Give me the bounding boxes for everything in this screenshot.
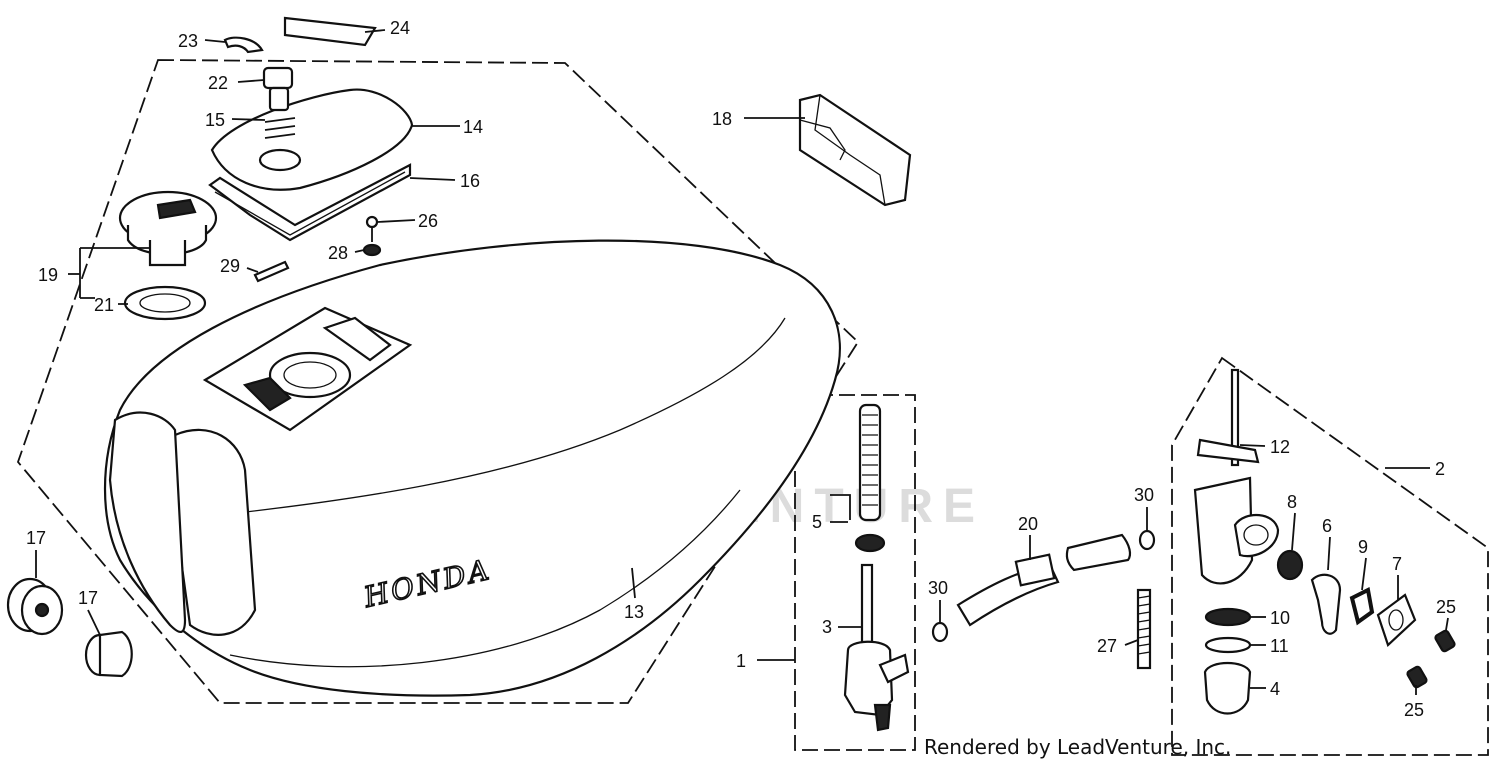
callout-labels: 23 24 22 15 14 16 26 28 29 19 21 18 17 1… (26, 18, 1456, 720)
bowl-4 (1203, 661, 1252, 715)
washer-28 (362, 243, 382, 257)
callout-22: 22 (208, 73, 228, 93)
tank-lower-edge (229, 489, 741, 668)
cap-19 (118, 190, 218, 267)
callout-29: 29 (220, 256, 240, 276)
callout-5: 5 (812, 512, 822, 532)
gasket-9 (1349, 587, 1375, 626)
screw-26 (365, 215, 379, 242)
strainer-5 (854, 403, 886, 553)
gasket-8 (1276, 549, 1304, 581)
gasket-21 (123, 285, 207, 321)
tank-crease (219, 317, 786, 516)
callout-7: 7 (1392, 554, 1402, 574)
cushion-17a (6, 577, 64, 636)
bolt-27 (1136, 588, 1152, 670)
callout-17a: 17 (26, 528, 46, 548)
clip-30b (1138, 529, 1156, 551)
callout-13: 13 (624, 602, 644, 622)
callout-21: 21 (94, 295, 114, 315)
callout-4: 4 (1270, 679, 1280, 699)
callout-15: 15 (205, 110, 225, 130)
tank-cap-latch (242, 376, 292, 412)
screw-25a (1434, 629, 1456, 653)
spring-15 (264, 117, 296, 139)
tank-tunnel (108, 411, 187, 633)
callout-25b: 25 (1404, 700, 1424, 720)
clip-30a (931, 621, 949, 643)
callout-6: 6 (1322, 516, 1332, 536)
footer-credit: Rendered by LeadVenture, Inc. (924, 735, 1232, 759)
callout-27: 27 (1097, 636, 1117, 656)
seal-16 (208, 163, 412, 242)
valve-assembly-outline (1171, 356, 1489, 756)
hose-20 (956, 533, 1132, 627)
callout-1: 1 (736, 651, 746, 671)
petcock-3 (843, 563, 910, 732)
screw-25b (1406, 665, 1428, 689)
callout-30a: 30 (928, 578, 948, 598)
callout-20: 20 (1018, 514, 1038, 534)
callout-8: 8 (1287, 492, 1297, 512)
callout-3: 3 (822, 617, 832, 637)
tank-knee-panel (168, 428, 257, 636)
pin-29 (253, 260, 290, 283)
callout-14: 14 (463, 117, 483, 137)
petcock-assembly-outline (794, 394, 916, 751)
screen-10 (1204, 607, 1252, 627)
cover-14 (210, 88, 414, 191)
callout-12: 12 (1270, 437, 1290, 457)
cushion-17b (84, 630, 133, 678)
callout-19: 19 (38, 265, 58, 285)
callout-28: 28 (328, 243, 348, 263)
leader-lines (35, 29, 1449, 695)
callout-11: 11 (1270, 636, 1289, 656)
callout-16: 16 (460, 171, 480, 191)
callout-24: 24 (390, 18, 410, 38)
oring-11 (1204, 636, 1252, 654)
callout-23: 23 (178, 31, 198, 51)
lever-6 (1310, 573, 1342, 635)
callout-26: 26 (418, 211, 438, 231)
valve-body (1193, 368, 1280, 585)
tank-hinge-plate (322, 316, 392, 362)
filler-ring-inner (283, 361, 337, 389)
callout-9: 9 (1358, 537, 1368, 557)
callout-2: 2 (1435, 459, 1445, 479)
callout-30b: 30 (1134, 485, 1154, 505)
plate-7 (1376, 593, 1417, 647)
bolt-22 (262, 66, 294, 112)
clip-23 (223, 36, 264, 54)
callout-17b: 17 (78, 588, 98, 608)
callout-18: 18 (712, 109, 732, 129)
filler-ring (268, 351, 352, 399)
callout-10: 10 (1270, 608, 1290, 628)
label-24 (283, 16, 377, 47)
fuel-tank: HONDA (103, 239, 841, 697)
tank-assembly-outline (16, 59, 860, 704)
callout-25a: 25 (1436, 597, 1456, 617)
bracket-18 (798, 93, 912, 207)
